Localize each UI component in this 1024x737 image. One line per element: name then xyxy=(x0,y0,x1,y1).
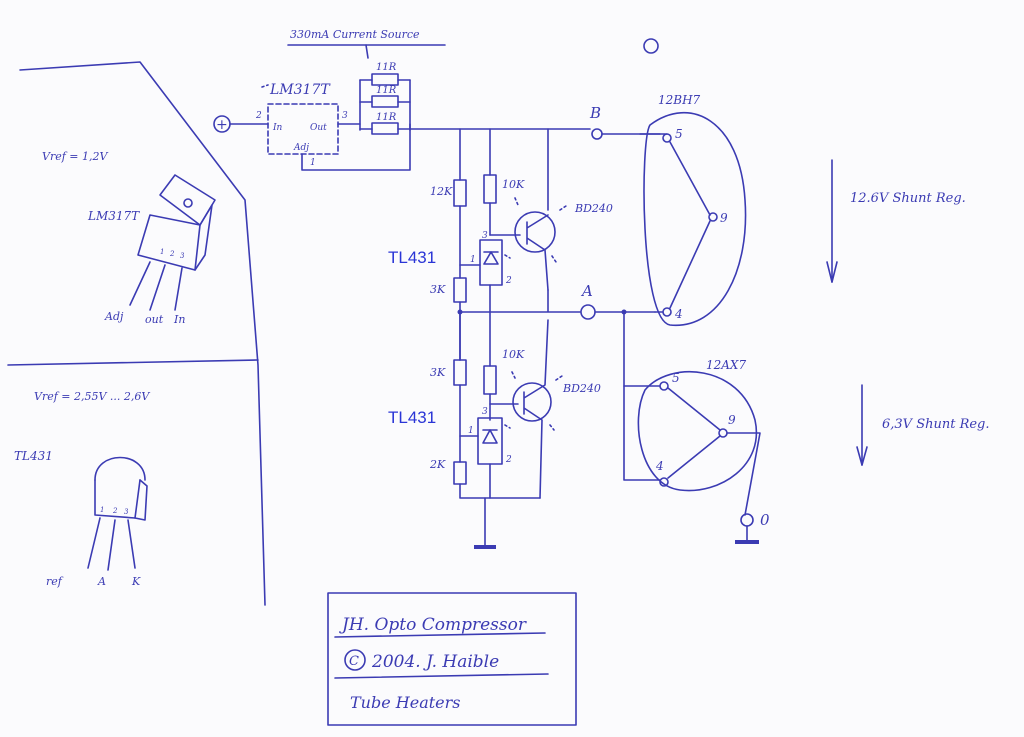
title-line-1: JH. Opto Compressor xyxy=(339,615,527,635)
svg-text:2: 2 xyxy=(505,276,512,286)
svg-text:In: In xyxy=(272,123,283,133)
resistor-bank-11r: 11R 11R 11R xyxy=(359,62,411,135)
svg-text:3: 3 xyxy=(482,407,488,417)
resistor-3k-bottom xyxy=(453,359,467,386)
resistor-10k-bottom xyxy=(483,365,497,395)
svg-text:out: out xyxy=(145,313,164,326)
shunt-label-bottom: 6,3V Shunt Reg. xyxy=(856,384,990,466)
lm317t-label: LM317T xyxy=(269,82,331,98)
divider-curve xyxy=(19,61,266,606)
svg-text:1: 1 xyxy=(468,426,474,436)
svg-text:LM317T: LM317T xyxy=(87,209,140,223)
svg-text:K: K xyxy=(131,575,141,588)
svg-text:11R: 11R xyxy=(376,85,397,96)
tl431-top: TL431 3 1 2 xyxy=(388,231,512,313)
node-b xyxy=(591,128,603,140)
svg-text:Adj: Adj xyxy=(293,143,309,153)
plus-terminal: + xyxy=(213,115,269,133)
node-a-label: A xyxy=(580,282,593,300)
node-a xyxy=(580,304,596,320)
resistor-2k xyxy=(453,461,467,485)
svg-text:12.6V Shunt Reg.: 12.6V Shunt Reg. xyxy=(850,191,966,206)
svg-text:BD240: BD240 xyxy=(574,202,613,215)
svg-text:C: C xyxy=(349,654,359,669)
svg-text:2K: 2K xyxy=(429,458,446,471)
svg-text:5: 5 xyxy=(675,127,683,141)
lm317t-regulator: LM317T In Out Adj 2 3 1 xyxy=(255,82,411,171)
svg-text:Vref = 2,55V ... 2,6V: Vref = 2,55V ... 2,6V xyxy=(34,390,150,403)
ground-symbol xyxy=(474,497,496,549)
node-b-label: B xyxy=(589,104,601,122)
svg-text:1: 1 xyxy=(100,506,104,514)
svg-text:In: In xyxy=(173,313,185,326)
svg-text:1: 1 xyxy=(160,248,164,256)
svg-text:5: 5 xyxy=(672,371,680,385)
svg-text:6,3V Shunt Reg.: 6,3V Shunt Reg. xyxy=(882,417,990,432)
resistor-3k-top xyxy=(453,277,467,303)
punch-hole xyxy=(643,38,659,54)
svg-text:3: 3 xyxy=(482,231,488,241)
title-block: JH. Opto Compressor C 2004. J. Haible Tu… xyxy=(327,592,577,726)
svg-text:3: 3 xyxy=(180,252,185,260)
shunt-label-top: 12.6V Shunt Reg. xyxy=(826,159,966,283)
svg-text:Out: Out xyxy=(310,123,327,133)
tube-12ax7: 12AX7 5 9 4 0 xyxy=(623,311,770,544)
svg-text:2: 2 xyxy=(255,111,262,121)
svg-text:A: A xyxy=(97,575,106,588)
svg-text:3K: 3K xyxy=(430,283,446,296)
tl431-package-sketch: Vref = 2,55V ... 2,6V TL431 1 2 3 ref A … xyxy=(14,390,150,588)
title-line-3: Tube Heaters xyxy=(350,693,461,712)
svg-text:4: 4 xyxy=(674,307,683,321)
lm317t-package-sketch: Vref = 1,2V LM317T 1 2 3 Adj out In xyxy=(42,150,216,326)
svg-text:11R: 11R xyxy=(376,112,397,123)
svg-text:9: 9 xyxy=(728,413,736,427)
svg-text:10K: 10K xyxy=(502,178,525,191)
svg-text:12K: 12K xyxy=(430,185,453,198)
node-gnd-label: 0 xyxy=(760,511,770,529)
svg-text:Vref = 1,2V: Vref = 1,2V xyxy=(42,150,108,163)
divider-horizontal xyxy=(7,359,259,366)
svg-text:11R: 11R xyxy=(376,62,397,73)
svg-text:TL431: TL431 xyxy=(14,449,53,463)
svg-text:4: 4 xyxy=(655,459,664,473)
bd240-top: BD240 xyxy=(489,197,613,291)
svg-text:9: 9 xyxy=(720,211,728,225)
svg-text:TL431: TL431 xyxy=(388,408,436,427)
svg-text:2: 2 xyxy=(505,455,512,465)
svg-text:+: + xyxy=(216,117,228,133)
svg-text:12AX7: 12AX7 xyxy=(706,358,746,372)
svg-text:TL431: TL431 xyxy=(388,248,436,267)
svg-text:10K: 10K xyxy=(502,348,525,361)
svg-text:3: 3 xyxy=(124,508,129,516)
svg-text:3K: 3K xyxy=(430,366,446,379)
svg-text:1: 1 xyxy=(470,255,476,265)
svg-text:BD240: BD240 xyxy=(562,382,601,395)
title-line-2: 2004. J. Haible xyxy=(371,652,499,672)
svg-text:2: 2 xyxy=(169,250,175,258)
header-leader xyxy=(365,44,369,59)
resistor-12k xyxy=(453,179,467,207)
svg-text:2: 2 xyxy=(112,507,118,515)
svg-text:3: 3 xyxy=(342,111,348,121)
svg-text:Adj: Adj xyxy=(104,310,124,323)
tl431-bottom: TL431 3 1 2 xyxy=(388,407,512,499)
header-current-source: 330mA Current Source xyxy=(290,28,420,41)
wire-left-vertical-lower xyxy=(459,311,541,499)
tube-12bh7: 12BH7 5 9 4 xyxy=(639,93,747,326)
rail-a-left xyxy=(459,289,581,313)
bd240-bottom: BD240 xyxy=(489,319,601,499)
svg-text:12BH7: 12BH7 xyxy=(658,93,701,107)
svg-text:1: 1 xyxy=(310,158,316,168)
resistor-10k-top xyxy=(483,174,497,204)
svg-text:ref: ref xyxy=(46,575,64,588)
